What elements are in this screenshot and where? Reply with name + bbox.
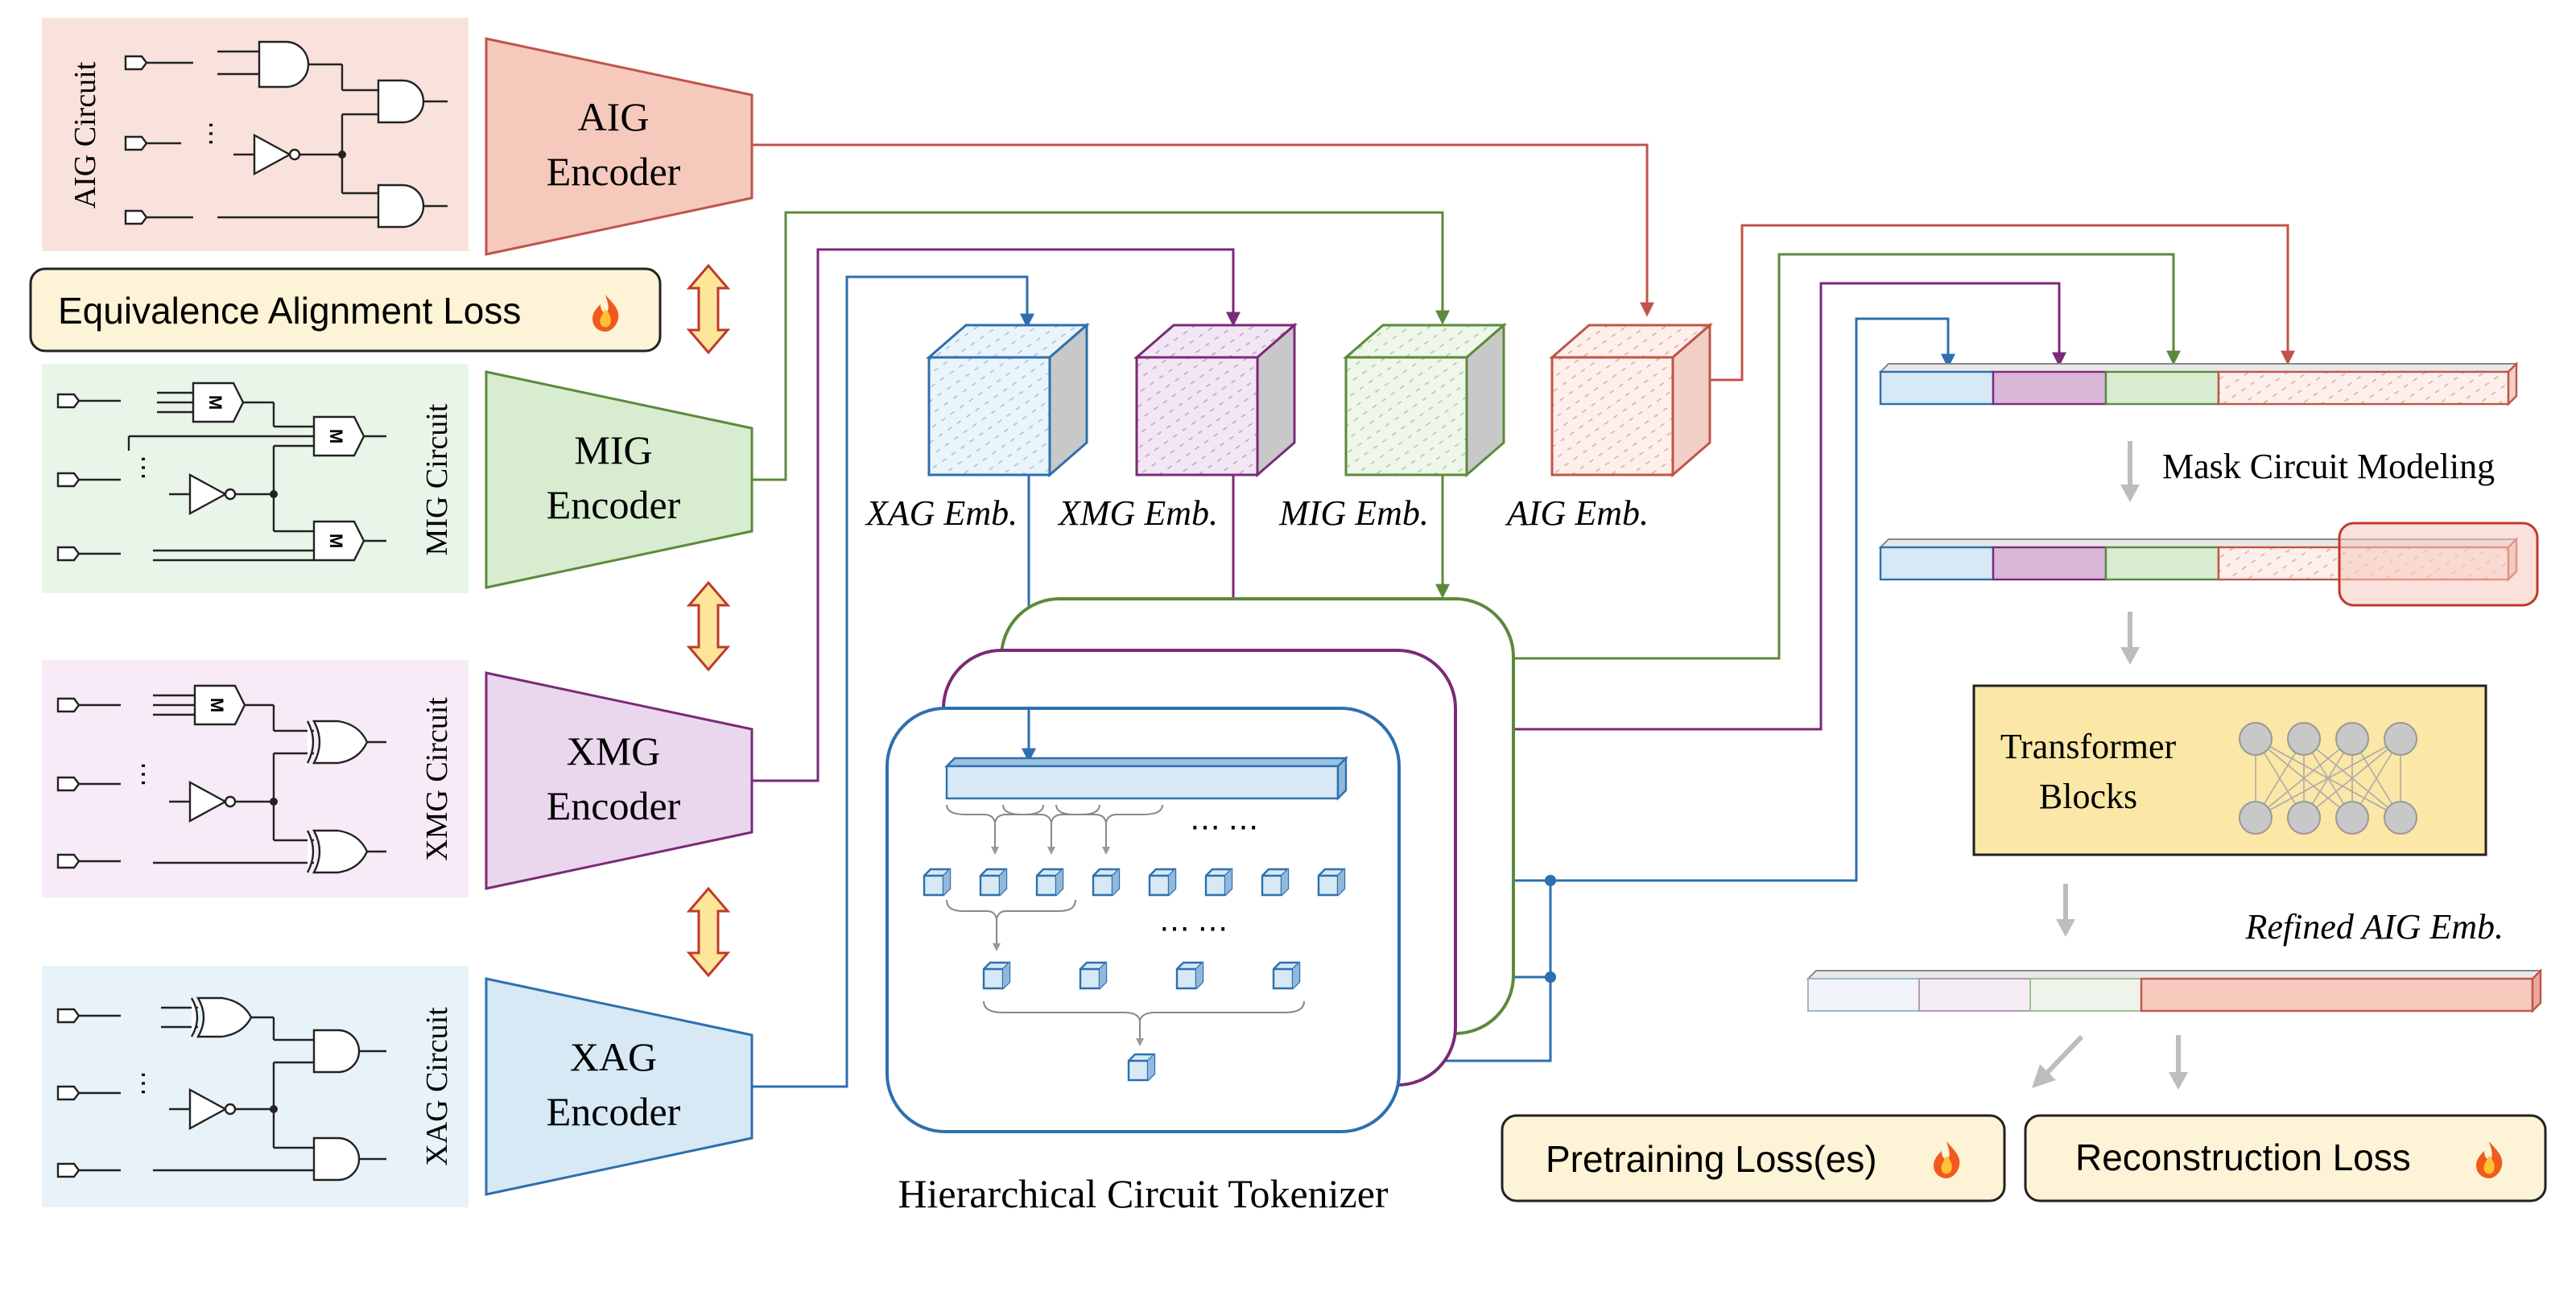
aig-encoder-line1: AIG — [578, 94, 650, 139]
reconstruction-loss-label: Reconstruction Loss — [2075, 1136, 2411, 1178]
alignment-double-arrow-mig-xmg — [686, 580, 731, 672]
mig-encoder: MIG Encoder — [485, 370, 753, 589]
xmg-embedding-label: XMG Emb. — [1057, 493, 1218, 533]
neural-network-icon — [2239, 722, 2417, 835]
concatenated-embedding-bar — [1878, 361, 2519, 406]
gray-down-arrow — [2120, 441, 2140, 502]
alignment-double-arrow-xmg-xag — [686, 886, 731, 978]
transformer-label-line1: Transformer — [2000, 727, 2177, 766]
token-cube-level3 — [1127, 1053, 1156, 1082]
xmg-ellipsis: ⋯ — [130, 761, 159, 787]
aig-circuit-panel: AIG Circuit ⋯ — [42, 18, 469, 251]
xag-circuit-schematic: ⋯ — [56, 996, 386, 1182]
xmg-encoder: XMG Encoder — [485, 671, 753, 890]
token-grouping-braces — [946, 804, 1305, 1046]
xag-circuit-label: XAG Circuit — [420, 1007, 454, 1166]
majority-gate-symbol: M — [326, 534, 346, 548]
mask-highlight — [2338, 522, 2539, 607]
aig-embedding-cube — [1548, 322, 1714, 478]
aig-encoder: AIG Encoder — [485, 37, 753, 256]
majority-gate-symbol: M — [205, 395, 225, 410]
mig-encoder-line2: Encoder — [547, 482, 681, 527]
aig-ellipsis: ⋯ — [197, 121, 226, 146]
mig-embedding-cube — [1342, 322, 1508, 478]
gray-down-arrow — [2056, 884, 2075, 937]
xag-encoder-line2: Encoder — [547, 1089, 681, 1134]
refined-embedding-bar — [1806, 968, 2543, 1013]
aig-circuit-schematic: ⋯ — [124, 40, 448, 229]
xag-circuit-panel: XAG Circuit ⋯ — [42, 966, 469, 1207]
tokenizer-title: Hierarchical Circuit Tokenizer — [898, 1171, 1389, 1216]
mask-circuit-modeling-label: Mask Circuit Modeling — [2162, 447, 2495, 486]
xag-encoder: XAG Encoder — [485, 977, 753, 1196]
mig-embedding-label: MIG Emb. — [1278, 493, 1429, 533]
pretraining-loss-label: Pretraining Loss(es) — [1546, 1138, 1877, 1180]
reconstruction-loss-box: Reconstruction Loss — [2024, 1114, 2547, 1202]
xag-embedding-label: XAG Emb. — [865, 493, 1018, 533]
xmg-encoder-line2: Encoder — [547, 783, 681, 828]
mig-ellipsis: ⋯ — [130, 455, 159, 481]
equivalence-alignment-loss-box: Equivalence Alignment Loss — [29, 267, 662, 353]
gray-down-arrow — [2169, 1035, 2188, 1090]
xag-encoder-line1: XAG — [570, 1034, 657, 1079]
mig-circuit-schematic: M M ⋯ M — [56, 382, 386, 562]
tokenizer-ellipsis-top: ⋯ ⋯ — [1190, 810, 1259, 844]
xag-ellipsis: ⋯ — [130, 1070, 159, 1096]
masked-embedding-bar — [1878, 522, 2539, 607]
equivalence-alignment-loss-label: Equivalence Alignment Loss — [58, 290, 521, 332]
xmg-circuit-panel: XMG Circuit M ⋯ — [42, 660, 469, 897]
tokenizer-ellipsis-mid: ⋯ ⋯ — [1159, 912, 1228, 946]
aig-circuit-label: AIG Circuit — [68, 61, 102, 208]
majority-gate-symbol: M — [326, 429, 346, 443]
transformer-blocks: Transformer Blocks — [1972, 684, 2487, 856]
aig-encoder-line2: Encoder — [547, 149, 681, 194]
hierarchical-circuit-tokenizer: ⋯ ⋯ ⋯ ⋯ — [886, 597, 1515, 1133]
xmg-circuit-schematic: M ⋯ — [56, 684, 386, 874]
xag-embedding-cube — [925, 322, 1091, 478]
mig-circuit-label: MIG Circuit — [420, 403, 454, 555]
transformer-label-line2: Blocks — [2039, 777, 2137, 816]
mig-encoder-line1: MIG — [574, 427, 652, 472]
pretraining-loss-box: Pretraining Loss(es) — [1501, 1114, 2006, 1202]
alignment-double-arrow-aig-mig — [686, 263, 731, 355]
majority-gate-symbol: M — [207, 698, 227, 712]
xmg-encoder-line1: XMG — [567, 728, 661, 773]
gray-diagonal-arrow — [2032, 1034, 2084, 1088]
xmg-embedding-cube — [1133, 322, 1298, 478]
mig-circuit-panel: MIG Circuit M M ⋯ M — [42, 364, 469, 593]
gray-down-arrow — [2120, 612, 2140, 665]
aig-embedding-label: AIG Emb. — [1505, 493, 1649, 533]
connector-lines — [752, 143, 2295, 1088]
token-sequence-bar — [944, 756, 1348, 801]
xmg-circuit-label: XMG Circuit — [420, 697, 454, 861]
refined-aig-emb-label: Refined AIG Emb. — [2244, 907, 2504, 947]
